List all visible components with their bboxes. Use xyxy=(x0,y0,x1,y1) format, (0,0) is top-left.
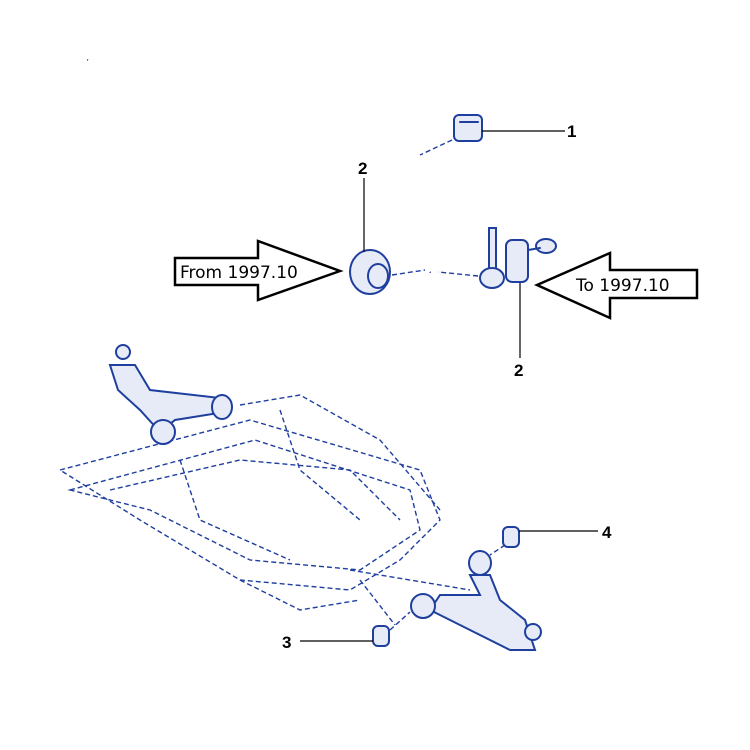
from-arrow xyxy=(173,239,344,302)
callout-2-from: 2 xyxy=(358,159,367,178)
left-control-arm xyxy=(108,344,233,445)
stabilizer-bushing xyxy=(419,114,483,156)
callout-1: 1 xyxy=(567,122,576,141)
to-arrow-label: To 1997.10 xyxy=(575,276,670,296)
stabilizer-link xyxy=(437,227,557,289)
arm-bushing-rear xyxy=(502,526,520,548)
bar-bushing-from xyxy=(349,249,426,295)
to-arrow xyxy=(533,251,699,320)
subframe xyxy=(58,394,441,611)
stabilizer-bar xyxy=(87,42,438,274)
callout-4: 4 xyxy=(602,523,612,542)
arm-bushing-front xyxy=(372,625,390,647)
from-arrow-label: From 1997.10 xyxy=(180,263,298,283)
right-control-arm xyxy=(349,526,542,651)
callout-2-to: 2 xyxy=(514,361,523,380)
callout-3: 3 xyxy=(282,633,291,652)
